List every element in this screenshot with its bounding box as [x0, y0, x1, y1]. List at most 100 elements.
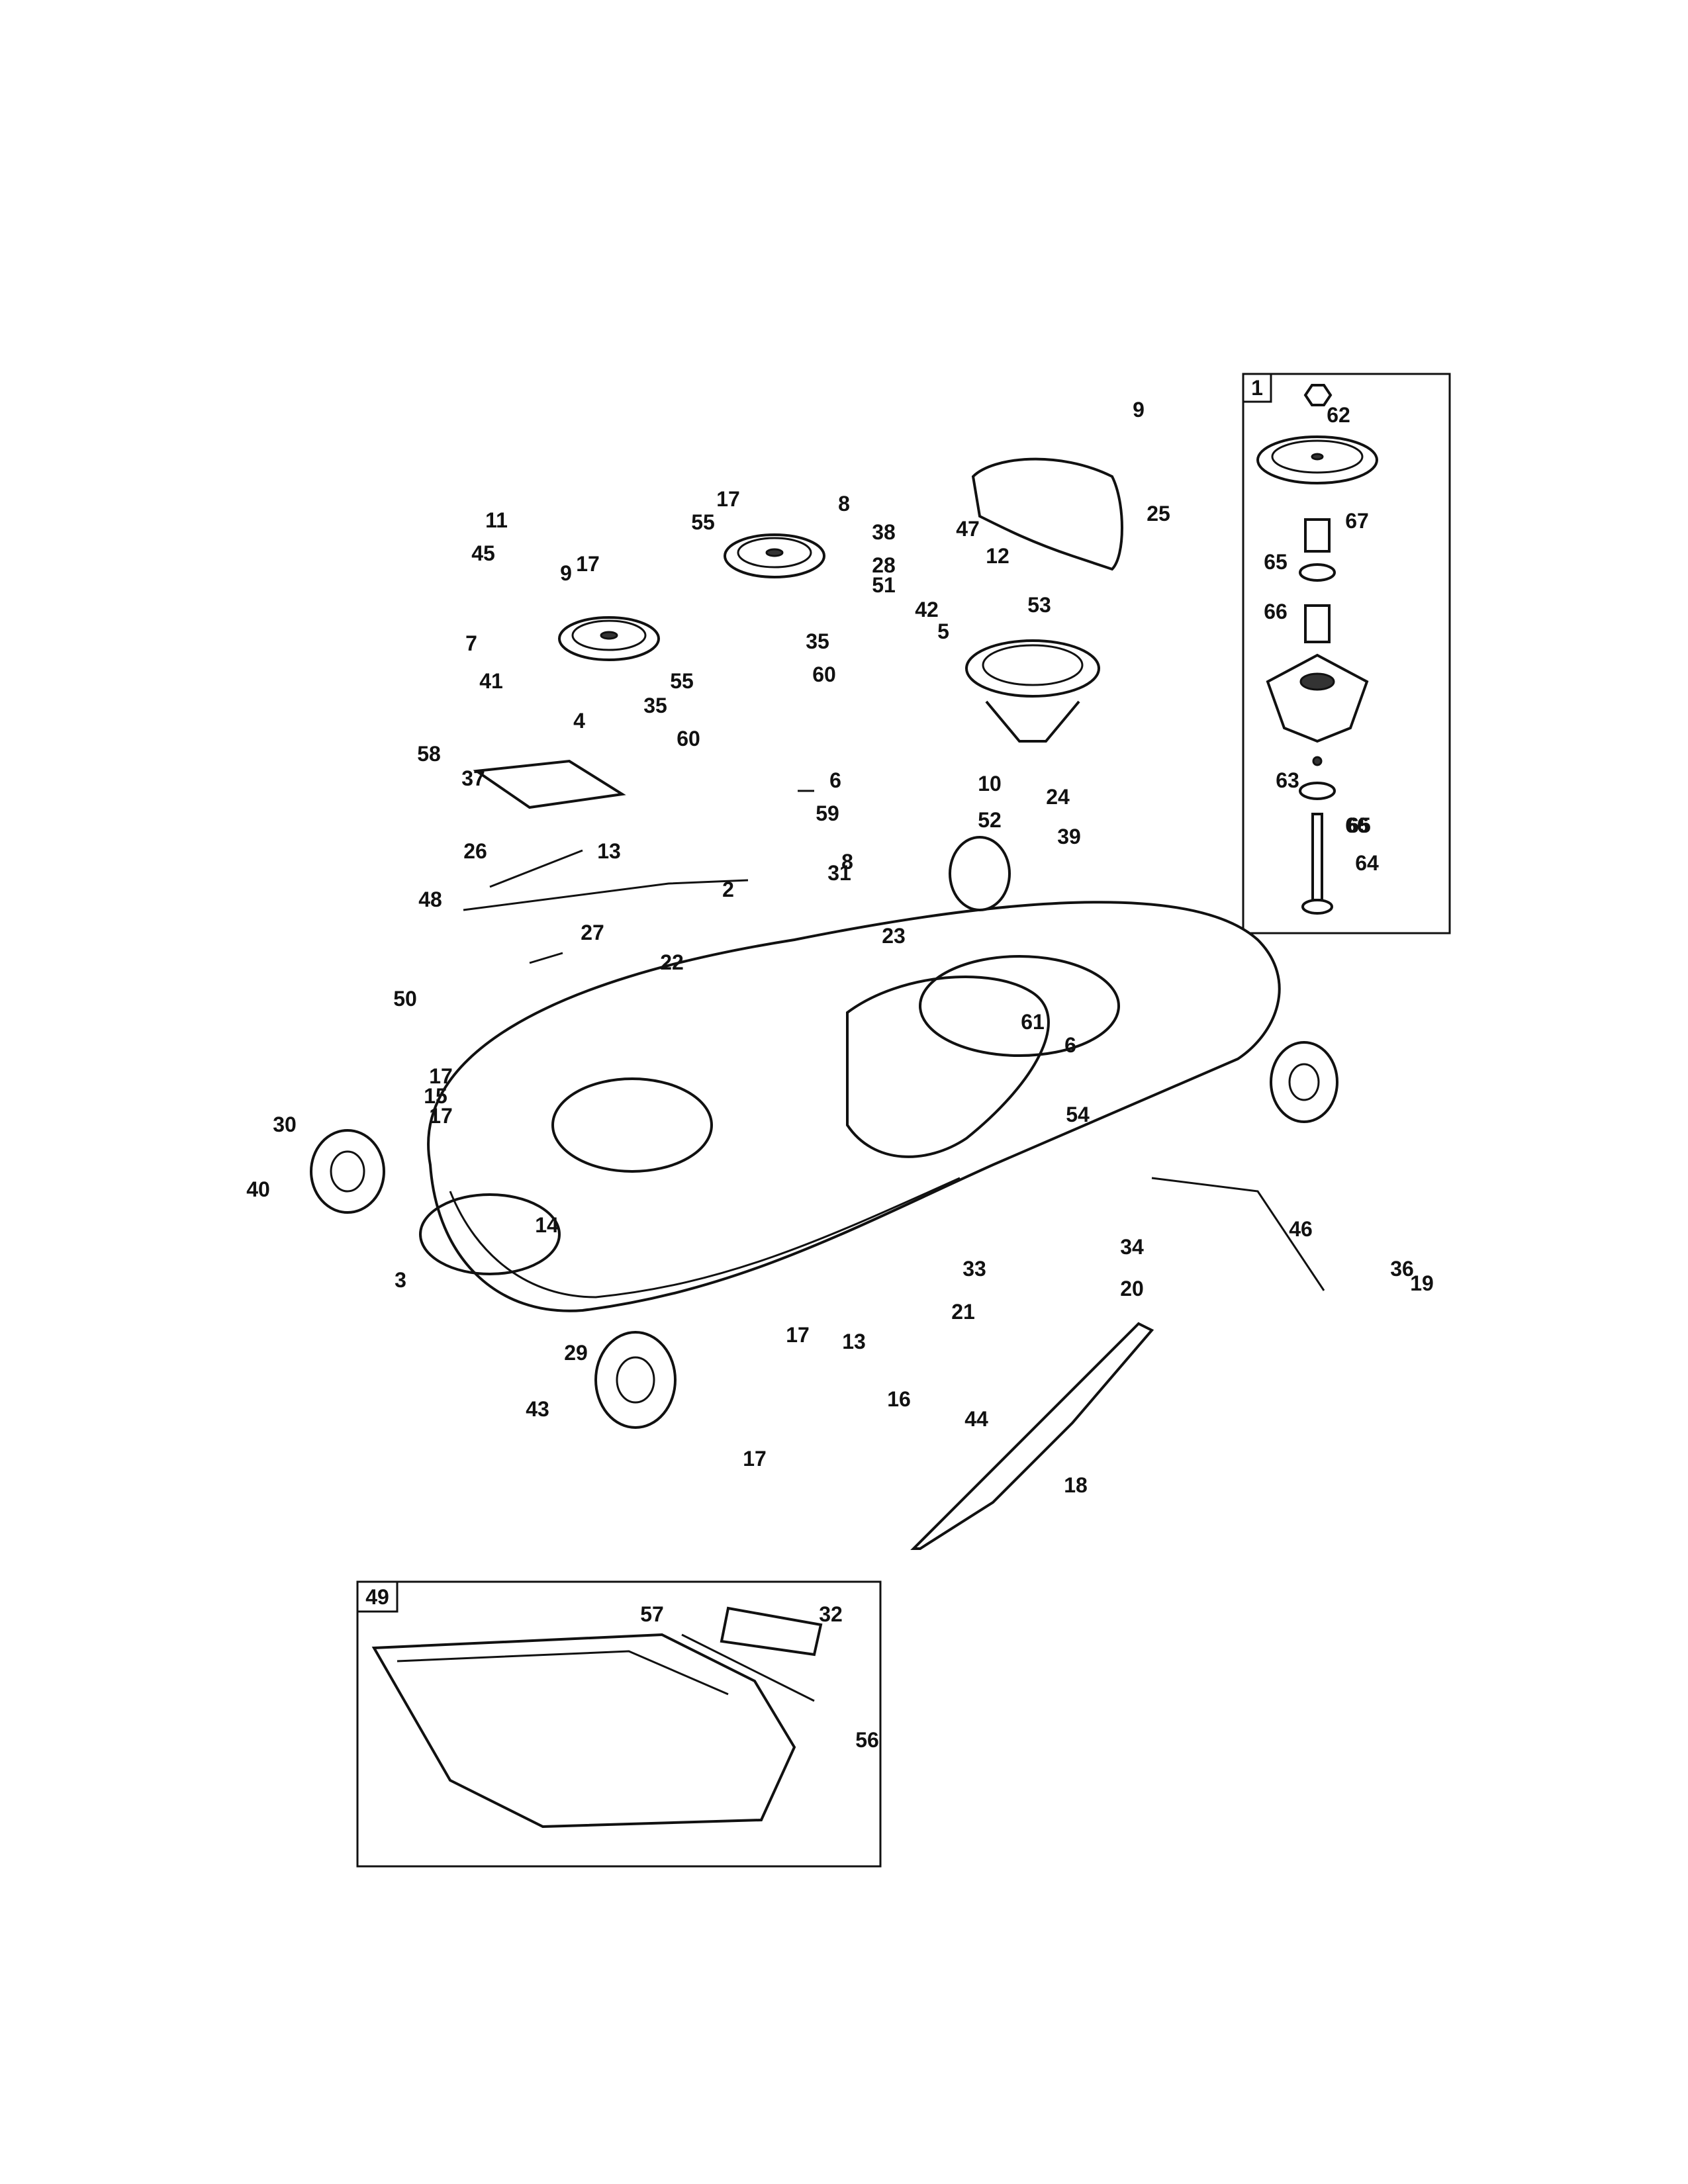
- callout-7: 7: [465, 631, 477, 655]
- callout-44: 44: [964, 1407, 988, 1431]
- idler-pulley-left: [558, 616, 660, 661]
- inset-tag: [1242, 373, 1272, 403]
- deck-belt: [846, 976, 1050, 1158]
- cutting-blade: [910, 1322, 1154, 1550]
- callout-58: 58: [417, 742, 441, 766]
- callout-59: 59: [816, 801, 839, 825]
- deck-rod: [1151, 1177, 1325, 1291]
- main-spindle-pulley: [965, 639, 1100, 743]
- callout-48: 48: [418, 887, 442, 911]
- callout-61: 61: [1021, 1010, 1045, 1034]
- idler-bracket: [473, 759, 626, 809]
- wheel-rear-left: [949, 836, 1011, 911]
- callout-65: 65: [1347, 813, 1371, 837]
- callout-64: 64: [1355, 851, 1379, 875]
- callout-9: 9: [1133, 398, 1145, 422]
- callout-8: 8: [838, 492, 850, 516]
- callout-12: 12: [986, 544, 1009, 568]
- callout-33: 33: [962, 1257, 986, 1281]
- callout-19: 19: [1410, 1271, 1434, 1295]
- callout-54: 54: [1066, 1103, 1090, 1126]
- callout-62: 62: [1327, 403, 1350, 427]
- callout-23: 23: [882, 924, 906, 948]
- callout-65: 65: [1264, 550, 1288, 574]
- callout-40: 40: [246, 1177, 270, 1201]
- inset-frame: [1242, 373, 1451, 934]
- callout-24: 24: [1046, 785, 1070, 809]
- deck-front-panel: [419, 1193, 561, 1275]
- deck-right-spindle-well: [919, 955, 1120, 1057]
- spindle-spacer-upper: [1304, 518, 1331, 553]
- inset-tag-label: 1: [1251, 376, 1263, 400]
- spindle-bearing-upper: [1299, 563, 1336, 582]
- callout-32: 32: [819, 1602, 843, 1626]
- callout-21: 21: [951, 1300, 975, 1324]
- callout-35: 35: [806, 629, 829, 653]
- callout-17: 17: [429, 1104, 453, 1128]
- callout-5: 5: [937, 619, 949, 643]
- callout-2: 2: [722, 878, 734, 901]
- callout-50: 50: [393, 987, 417, 1011]
- callout-25: 25: [1147, 502, 1170, 525]
- callout-11: 11: [485, 508, 508, 532]
- callout-labels: 2345667889910111213131415161717171717171…: [246, 398, 1434, 1752]
- spindle-spacer-lower: [1304, 604, 1331, 643]
- inset-spindle-assembly: 1: [1242, 373, 1451, 934]
- deck-shell: [427, 901, 1281, 1312]
- callout-45: 45: [471, 541, 495, 565]
- callout-29: 29: [564, 1341, 588, 1365]
- spindle-housing: [1266, 653, 1369, 743]
- callout-39: 39: [1057, 825, 1081, 848]
- callout-6: 6: [1064, 1033, 1076, 1057]
- idler-rod: [463, 879, 749, 911]
- callout-10: 10: [978, 772, 1002, 796]
- callout-16: 16: [887, 1387, 911, 1411]
- discharge-chute: [371, 1633, 796, 1829]
- callout-34: 34: [1120, 1235, 1144, 1259]
- callout-22: 22: [660, 950, 684, 974]
- callout-66: 66: [1345, 813, 1369, 837]
- callout-18: 18: [1064, 1473, 1088, 1497]
- callout-15: 15: [424, 1084, 447, 1108]
- spindle-shaft: [1311, 813, 1323, 901]
- callout-53: 53: [1027, 593, 1051, 617]
- callout-38: 38: [872, 520, 896, 544]
- callout-42: 42: [915, 598, 939, 621]
- inset-bagger: 49: [356, 1580, 882, 1868]
- callout-57: 57: [640, 1602, 664, 1626]
- spindle-nut: [1303, 384, 1333, 406]
- callout-43: 43: [526, 1397, 549, 1421]
- callout-4: 4: [573, 709, 585, 733]
- wheel-rear-right: [1270, 1041, 1338, 1123]
- inset-frame: [356, 1580, 882, 1868]
- wheel-front-left: [310, 1129, 385, 1214]
- callout-66: 66: [1264, 600, 1288, 623]
- callout-41: 41: [479, 669, 503, 693]
- callout-67: 67: [1345, 509, 1369, 533]
- callout-30: 30: [273, 1113, 297, 1136]
- inset-tag-label: 49: [365, 1585, 389, 1609]
- callout-63: 63: [1276, 768, 1299, 792]
- callout-51: 51: [872, 573, 896, 597]
- idler-pulley-center: [724, 533, 825, 578]
- callout-3: 3: [395, 1268, 406, 1292]
- callout-35: 35: [643, 694, 667, 717]
- callout-47: 47: [956, 517, 980, 541]
- callout-56: 56: [855, 1728, 879, 1752]
- callout-17: 17: [786, 1323, 810, 1347]
- callout-13: 13: [597, 839, 621, 863]
- deck-left-spindle-cover: [551, 1077, 713, 1173]
- callout-13: 13: [842, 1330, 866, 1353]
- callout-26: 26: [463, 839, 487, 863]
- callout-20: 20: [1120, 1277, 1144, 1300]
- callout-27: 27: [581, 921, 604, 944]
- callout-36: 36: [1390, 1257, 1414, 1281]
- callout-31: 31: [827, 861, 851, 885]
- callout-14: 14: [535, 1213, 559, 1237]
- callout-55: 55: [691, 510, 715, 534]
- callout-46: 46: [1289, 1217, 1313, 1241]
- callout-17: 17: [716, 487, 740, 511]
- callout-55: 55: [670, 669, 694, 693]
- callout-8: 8: [841, 850, 853, 874]
